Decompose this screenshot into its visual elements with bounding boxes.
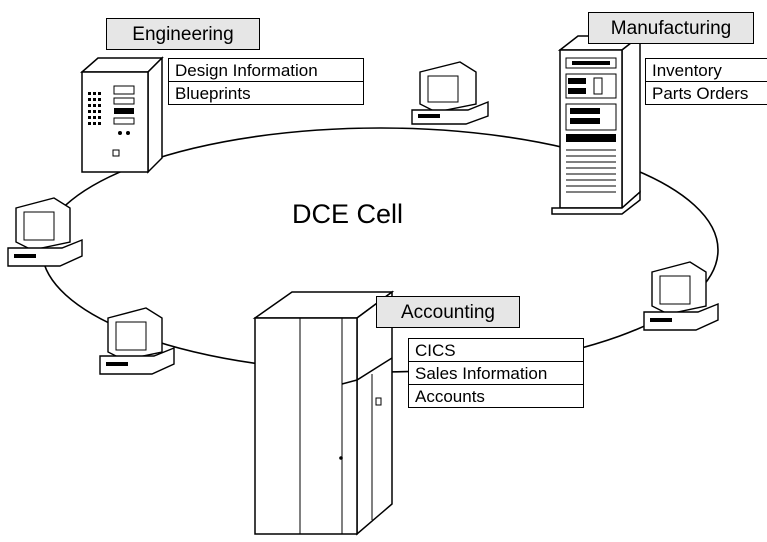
accounting-mainframe-icon: [252, 290, 395, 536]
accounting-resource-item: Sales Information: [409, 362, 583, 385]
manufacturing-resource-item: Parts Orders: [652, 84, 749, 103]
engineering-resource-item: Design Information: [169, 59, 363, 82]
manufacturing-resource-list: Inventory Parts Orders: [645, 58, 767, 105]
workstation-icon-bottom-left: [99, 307, 175, 375]
engineering-resource-item: Blueprints: [175, 84, 251, 103]
engineering-resource-list: Design Information Blueprints: [168, 58, 364, 105]
accounting-label: Accounting: [376, 296, 520, 328]
engineering-label: Engineering: [106, 18, 260, 50]
manufacturing-server-icon: [551, 34, 643, 215]
engineering-server-icon: [80, 56, 164, 174]
accounting-resource-item: CICS: [409, 339, 583, 362]
workstation-icon-left: [7, 197, 83, 267]
accounting-resource-item: Accounts: [415, 387, 485, 406]
manufacturing-label: Manufacturing: [588, 12, 754, 44]
accounting-resource-list: CICS Sales Information Accounts: [408, 338, 584, 408]
dce-cell-title: DCE Cell: [292, 199, 404, 229]
manufacturing-resource-item: Inventory: [646, 59, 767, 82]
workstation-icon-top: [411, 61, 489, 125]
workstation-icon-right: [643, 261, 719, 331]
